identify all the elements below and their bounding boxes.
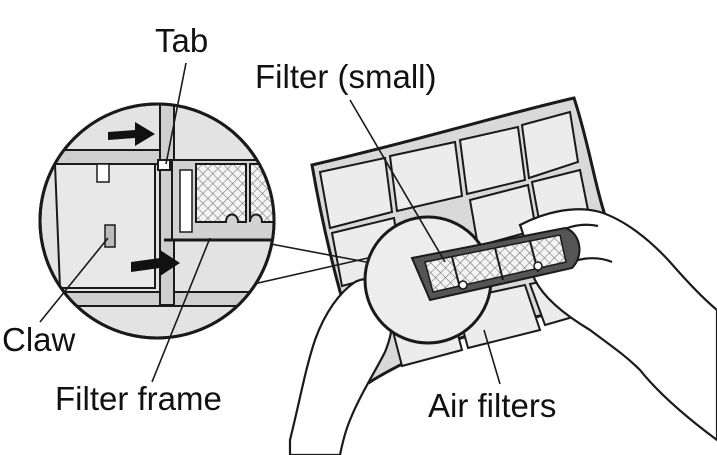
air-filters-label: Air filters: [428, 387, 556, 424]
zoom-connector-bottom: [244, 257, 369, 287]
large-zoom-circle: [38, 102, 276, 340]
tab-leader: [165, 62, 187, 165]
tab-part: [157, 159, 171, 171]
filter-small-leader: [349, 99, 446, 263]
claw-label: Claw: [2, 321, 76, 358]
filter-small-label: Filter (small): [255, 58, 436, 95]
arrow-right-icon: [108, 122, 155, 146]
air-filters-leader: [483, 329, 501, 385]
filter-frame-label: Filter frame: [55, 380, 222, 417]
tab-label: Tab: [155, 22, 208, 59]
small-filter: [410, 226, 581, 302]
claw-leader: [39, 237, 109, 323]
filter-frame-leader: [151, 237, 211, 383]
zoom-connector-top: [254, 240, 367, 263]
arrow-right-icon: [131, 250, 180, 276]
